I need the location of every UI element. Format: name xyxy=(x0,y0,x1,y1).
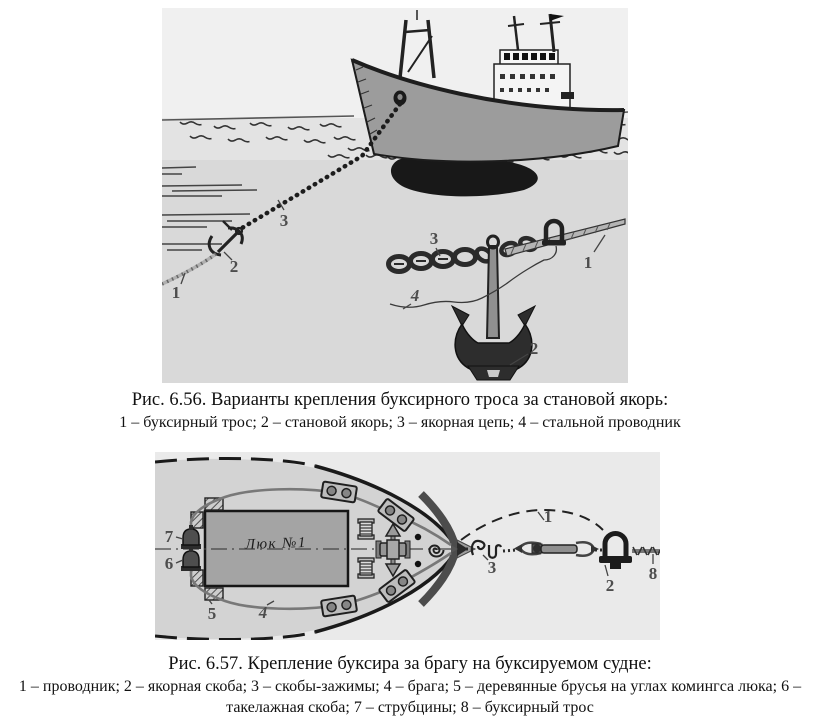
horizon-line xyxy=(162,115,355,121)
chain-stopper xyxy=(375,522,411,578)
callout-1-inset: 1 xyxy=(584,253,593,272)
callout-3-inset: 3 xyxy=(430,229,439,248)
anchor-detail-inset: 3 1 4 2 xyxy=(386,218,626,381)
figure-656-caption-legend: 1 – буксирный трос; 2 – становой якорь; … xyxy=(119,414,681,431)
callout-2: 2 xyxy=(606,576,615,595)
coiled-line-spiral xyxy=(428,544,445,558)
callout-3: 3 xyxy=(488,558,497,577)
figure-656-caption: Рис. 6.56. Варианты крепления буксирного… xyxy=(0,389,800,433)
figure-657-illustration: Люк №1 xyxy=(155,452,660,640)
figure-656-illustration: 1 2 3 xyxy=(162,8,628,383)
callout-1-scene: 1 xyxy=(172,283,181,302)
hull-outline-dashed-top xyxy=(155,457,316,468)
stream-anchor xyxy=(207,220,244,257)
anchor-shackle-inset xyxy=(542,218,566,246)
anchor-crown xyxy=(450,304,537,381)
figure-656-caption-title: Рис. 6.56. Варианты крепления буксирного… xyxy=(131,390,669,410)
callout-7: 7 xyxy=(165,527,174,546)
tow-line xyxy=(632,546,660,556)
callout-3-scene: 3 xyxy=(280,211,289,230)
flag xyxy=(550,14,564,21)
figure-657-caption: Рис. 6.57. Крепление буксира за брагу на… xyxy=(5,653,815,718)
superstructure xyxy=(493,13,574,111)
sheer-line xyxy=(351,58,625,113)
current-streaks xyxy=(162,166,258,251)
callout-5: 5 xyxy=(208,604,217,623)
steel-conductor-wire xyxy=(389,245,558,308)
kingpost-mast xyxy=(398,10,436,79)
bridle-eye-link xyxy=(514,541,599,557)
lifeboat xyxy=(561,92,574,99)
underwater-hull-shadow xyxy=(390,155,538,197)
conductor-line xyxy=(460,508,604,541)
rigging-shackle xyxy=(181,547,201,571)
deck-bitts xyxy=(357,518,375,579)
clamp-plates xyxy=(320,480,416,618)
anchor-shackle xyxy=(599,531,632,569)
callout-6: 6 xyxy=(165,554,174,573)
callout-4: 4 xyxy=(258,603,268,622)
hatch-label: Люк №1 xyxy=(244,535,308,553)
callout-2-scene: 2 xyxy=(230,257,239,276)
anchor-chain xyxy=(239,101,403,231)
hull-outline-dashed-bottom xyxy=(155,630,316,640)
chain-links xyxy=(386,235,538,274)
clamp-hooks xyxy=(470,539,503,559)
bow-plating-marks xyxy=(355,66,378,135)
figure-657-image: Люк №1 xyxy=(155,452,660,640)
deck-fitting-dot xyxy=(414,560,422,568)
figure-657-caption-title: Рис. 6.57. Крепление буксира за брагу на… xyxy=(168,654,652,674)
figure-656-image: 1 2 3 xyxy=(162,8,628,383)
callout-2-inset: 2 xyxy=(530,339,539,358)
fore-mast xyxy=(512,15,520,51)
callout-4-inset: 4 xyxy=(410,286,420,305)
callout-1: 1 xyxy=(544,507,553,526)
screw-clamp xyxy=(181,525,201,549)
figure-657-caption-legend: 1 – проводник; 2 – якорная скоба; 3 – ск… xyxy=(18,678,802,716)
towing-ship xyxy=(350,10,626,163)
callout-8: 8 xyxy=(649,564,658,583)
deck-fitting-dot xyxy=(414,533,422,541)
